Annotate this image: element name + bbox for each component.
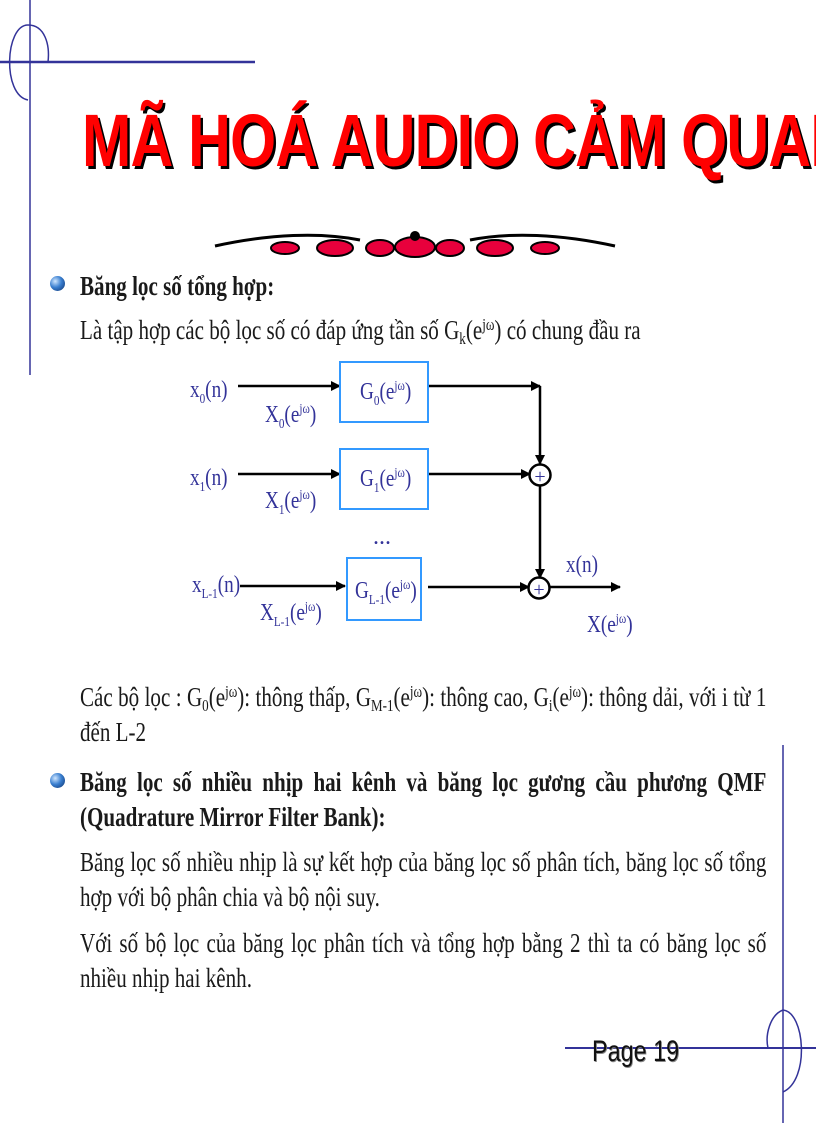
label-segment: (e <box>284 487 299 514</box>
text-segment: jω <box>482 314 495 334</box>
filter-label: G0(ejω) <box>360 378 411 408</box>
label-segment: x <box>190 376 200 403</box>
input-label: x0(n) <box>190 376 228 406</box>
text-segment: (e <box>393 682 410 712</box>
output-freq-label: X(ejω) <box>587 611 633 638</box>
text-segment: M-1 <box>371 696 394 716</box>
label-segment: 1 <box>279 502 285 517</box>
label-segment: x(n) <box>566 551 598 578</box>
ellipsis: ... <box>373 524 391 550</box>
label-segment: ) <box>310 487 316 514</box>
text-segment: jω <box>225 681 238 701</box>
label-segment: jω <box>298 487 309 502</box>
page-number: Page 19 <box>592 1035 680 1068</box>
text-segment: ) có chung đầu ra <box>494 315 641 345</box>
bullet-icon <box>50 276 65 291</box>
filter-box-l1 <box>346 557 422 621</box>
text-segment: i <box>548 696 553 716</box>
text-segment: (e <box>208 682 226 712</box>
label-segment: G <box>360 378 374 405</box>
ornament-divider <box>214 231 616 258</box>
section-heading: Băng lọc số nhiều nhịp hai kênh và băng … <box>80 767 767 833</box>
label-segment: L-1 <box>202 586 218 601</box>
label-segment: 0 <box>279 416 285 431</box>
label-segment: jω <box>393 465 404 480</box>
input-label: x1(n) <box>190 464 228 494</box>
spectrum-label: XL-1(ejω) <box>260 599 322 629</box>
text-segment: Là tập hợp các bộ lọc số có đáp ứng tần … <box>80 315 460 345</box>
label-segment: (e <box>379 378 394 405</box>
label-segment: jω <box>304 599 315 614</box>
text-segment: ): thông cao, G <box>422 682 549 712</box>
label-segment: 1 <box>200 479 206 494</box>
label-segment: (n) <box>218 571 240 598</box>
label-segment: 0 <box>200 391 206 406</box>
label-segment: ) <box>626 611 632 638</box>
filters-note: Các bộ lọc : G0(ejω): thông thấp, GM-1(e… <box>80 680 766 750</box>
section-heading: Băng lọc số tổng hợp: <box>80 271 275 301</box>
label-segment: G <box>360 465 374 492</box>
text-segment: ): thông dải, với i từ 1 đến L-2 <box>80 682 767 748</box>
label-segment: 1 <box>374 480 380 495</box>
filter-box-1 <box>339 448 429 510</box>
label-segment: (e <box>385 577 400 604</box>
label-segment: jω <box>615 611 626 626</box>
label-segment: ) <box>405 465 411 492</box>
text-segment: (e <box>465 315 483 345</box>
text-segment: 0 <box>202 696 209 716</box>
adder-symbol: + <box>533 579 544 601</box>
label-segment: x <box>190 464 200 491</box>
label-segment: jω <box>393 378 404 393</box>
label-segment: jω <box>298 401 309 416</box>
label-segment: ) <box>310 401 316 428</box>
filter-box-0 <box>339 361 429 423</box>
spectrum-label: X1(ejω) <box>265 487 316 517</box>
label-segment: ) <box>315 599 321 626</box>
label-segment: (e <box>379 465 394 492</box>
label-segment: G <box>355 577 369 604</box>
input-label: xL-1(n) <box>192 571 240 601</box>
filter-label: GL-1(ejω) <box>355 577 417 607</box>
text-segment: ): thông thấp, G <box>237 682 372 712</box>
output-time-label: x(n) <box>566 551 598 578</box>
label-segment: (n) <box>205 464 227 491</box>
paragraph: Với số bộ lọc của băng lọc phân tích và … <box>80 928 767 994</box>
label-segment: L-1 <box>369 592 385 607</box>
label-segment: x <box>192 571 202 598</box>
adder-1 <box>528 463 552 487</box>
text-segment: Các bộ lọc : G <box>80 682 203 712</box>
bullet-icon <box>50 773 65 788</box>
page-title: MÃ HOÁ AUDIO CẢM QUAN <box>82 99 816 182</box>
paragraph: Băng lọc số nhiều nhịp là sự kết hợp của… <box>80 847 767 913</box>
label-segment: X <box>265 487 279 514</box>
label-segment: (n) <box>205 376 227 403</box>
text-segment: jω <box>409 681 423 701</box>
text-segment: k <box>459 329 466 349</box>
label-segment: X <box>260 599 274 626</box>
label-segment: X(e <box>587 611 616 638</box>
text-segment: (e <box>552 682 569 712</box>
label-segment: ) <box>405 378 411 405</box>
label-segment: jω <box>399 577 410 592</box>
adder-2 <box>527 576 551 600</box>
label-segment: (e <box>284 401 299 428</box>
label-segment: L-1 <box>274 614 290 629</box>
label-segment: (e <box>290 599 305 626</box>
adder-symbol: + <box>534 466 545 488</box>
label-segment: X <box>265 401 279 428</box>
section-intro: Là tập hợp các bộ lọc số có đáp ứng tần … <box>80 313 641 348</box>
label-segment: ) <box>410 577 416 604</box>
filter-label: G1(ejω) <box>360 465 411 495</box>
label-segment: 0 <box>374 393 380 408</box>
synthesis-filter-bank-diagram: + + ... x0(n) x1(n) xL-1(n) X0(ejω) X1(e… <box>190 361 633 638</box>
spectrum-label: X0(ejω) <box>265 401 316 431</box>
text-segment: jω <box>568 681 582 701</box>
